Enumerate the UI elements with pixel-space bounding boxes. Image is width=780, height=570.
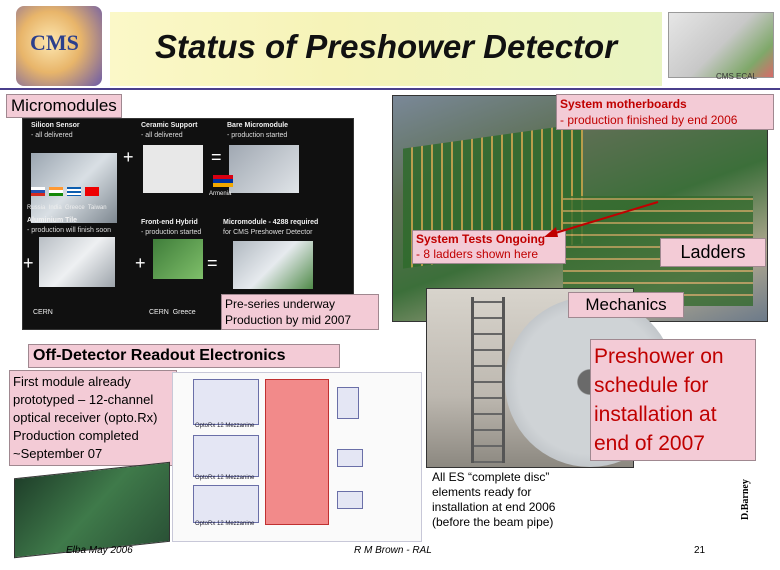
opto-mezzanine-label-3: OptoRx 12 Mezzanine (195, 521, 255, 527)
motherboards-note: System motherboards - production finishe… (556, 94, 774, 130)
plus-icon: + (135, 253, 146, 273)
motherboards-status: - production finished by end 2006 (560, 113, 738, 127)
opto-mezzanine-2 (193, 435, 259, 477)
armenia-label: Armenia (209, 191, 232, 197)
readout-line-3: optical receiver (opto.Rx) (13, 410, 158, 425)
readout-board-photo (14, 461, 170, 559)
micromodule-image (233, 241, 313, 289)
readout-line-4: Production completed (13, 428, 139, 443)
pre-series-note: Pre-series underway Production by mid 20… (221, 294, 379, 330)
cern-greece-logo: CERN Greece (149, 309, 196, 316)
cms-logo: CMS (16, 6, 102, 86)
ceramic-support-status: - all delivered (141, 132, 183, 139)
system-tests-status: - 8 ladders shown here (416, 247, 539, 261)
mechanics-caption: All ES “complete disc” elements ready fo… (432, 470, 582, 530)
front-end-hybrid-title: Front-end Hybrid (141, 219, 198, 226)
readout-line-5: ~September 07 (13, 446, 103, 461)
readout-heading: Off-Detector Readout Electronics (28, 344, 340, 368)
schedule-line-1: Preshower on (594, 345, 724, 368)
flag-india (49, 187, 63, 196)
mechanics-caption-line-1: All ES “complete disc” (432, 470, 550, 484)
micromodule-panel: Silicon Sensor - all delivered + Ceramic… (22, 118, 354, 330)
system-tests-note: System Tests Ongoing - 8 ladders shown h… (412, 230, 566, 264)
motherboards-photo (392, 95, 768, 322)
fpga-block (265, 379, 329, 525)
arrow-to-motherboard (544, 201, 659, 237)
corner-label: CMS ECAL (716, 72, 757, 81)
arrow-line (551, 201, 659, 235)
aluminium-tile-image (39, 237, 115, 287)
equals-icon: = (207, 253, 218, 273)
page-number: 21 (694, 545, 706, 556)
schedule-line-4: end of 2007 (594, 432, 705, 455)
readout-block-diagram: OptoRx 12 Mezzanine OptoRx 12 Mezzanine … (172, 372, 422, 542)
mechanics-caption-line-4: (before the beam pipe) (432, 515, 554, 529)
ttc-block (337, 491, 363, 509)
flag-armenia (213, 175, 233, 187)
opto-mezzanine-1 (193, 379, 259, 425)
schedule-line-3: installation at (594, 403, 717, 426)
silicon-sensor-title: Silicon Sensor (31, 122, 80, 129)
motherboards-title: System motherboards (560, 97, 687, 111)
mechanics-caption-line-2: elements ready for (432, 485, 532, 499)
cms-logo-text: CMS (30, 30, 79, 55)
system-tests-title: System Tests Ongoing (416, 232, 546, 246)
ladders-label: Ladders (660, 238, 766, 267)
aluminium-tile-status: - production will finish soon (27, 227, 112, 234)
vme-block (337, 387, 359, 419)
slide-author: D.Barney (740, 479, 751, 520)
micromodules-heading: Micromodules (6, 94, 122, 118)
schedule-line-2: schedule for (594, 374, 709, 397)
page-title: Status of Preshower Detector (154, 28, 618, 65)
equals-icon: = (211, 147, 222, 167)
flag-taiwan (85, 187, 99, 196)
mechanics-label: Mechanics (568, 292, 684, 318)
opto-mezzanine-3 (193, 485, 259, 523)
readout-info-box: First module already prototyped – 12-cha… (9, 370, 177, 466)
front-end-hybrid-status: - production started (141, 229, 202, 236)
plus-icon: + (123, 147, 134, 167)
bare-micromodule-title: Bare Micromodule (227, 122, 289, 129)
micromodule-status: for CMS Preshower Detector (223, 229, 313, 236)
flag-russia (31, 187, 45, 196)
ceramic-support-title: Ceramic Support (141, 122, 198, 129)
pre-series-line-2: Production by mid 2007 (225, 313, 352, 327)
aluminium-tile-title: Aluminium Tile (27, 217, 78, 224)
silicon-sensor-status: - all delivered (31, 132, 73, 139)
mechanics-caption-line-3: installation at end 2006 (432, 500, 556, 514)
ceramic-support-image (143, 145, 203, 193)
title-rule (0, 88, 780, 90)
front-end-hybrid-image (153, 239, 203, 279)
schedule-note: Preshower on schedule for installation a… (590, 339, 756, 461)
pre-series-line-1: Pre-series underway (225, 297, 336, 311)
readout-line-1: First module already (13, 374, 131, 389)
plus-icon: + (23, 253, 34, 273)
slink-block (337, 449, 363, 467)
countries-label: Russia India Greece Taiwan (27, 205, 107, 211)
title-banner (110, 12, 662, 86)
micromodule-title: Micromodule - 4288 required (223, 219, 319, 226)
ladder-frame (471, 297, 505, 463)
bare-micromodule-status: - production started (227, 132, 288, 139)
cern-logo: CERN (33, 309, 53, 316)
flag-greece (67, 187, 81, 196)
footer-event: Elba May 2006 (66, 545, 133, 556)
opto-mezzanine-label-2: OptoRx 12 Mezzanine (195, 475, 255, 481)
readout-line-2: prototyped – 12-channel (13, 392, 154, 407)
bare-micromodule-image (229, 145, 299, 193)
detector-thumbnail (668, 12, 774, 78)
opto-mezzanine-label-1: OptoRx 12 Mezzanine (195, 423, 255, 429)
footer-author: R M Brown - RAL (354, 545, 432, 556)
arrow-head (544, 227, 558, 237)
